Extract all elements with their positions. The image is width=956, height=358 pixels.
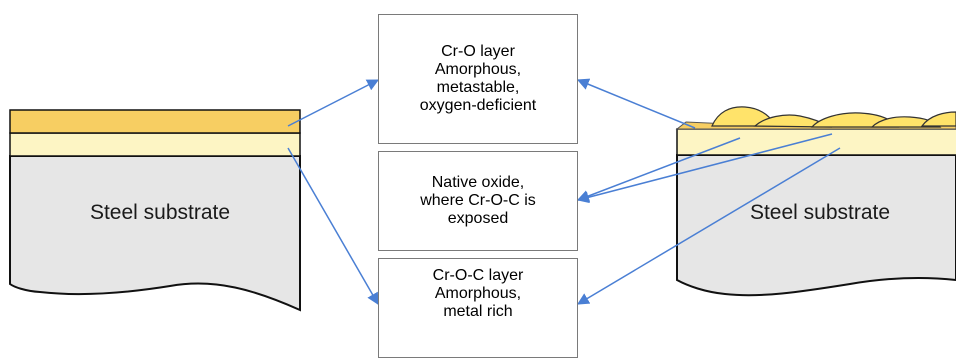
cr-o-box-line: Cr-O layer [441, 43, 515, 60]
right-substrate [676, 154, 956, 297]
arrow-right-cr-o [576, 78, 696, 129]
arrow-right-cr-o-c [576, 147, 841, 305]
left-cr-o-c-layer [9, 132, 301, 157]
cr-o-box-line: oxygen-deficient [419, 97, 537, 114]
cr-o-box-line: metastable, [436, 79, 520, 96]
cr-o-c-box-line: Cr-O-C layer [432, 267, 524, 284]
arrow-right-native-oxide-1 [576, 137, 741, 202]
cr-o-c-layer-box: Cr-O-C layer Amorphous, metal rich [378, 258, 578, 358]
native-oxide-box-line: where Cr-O-C is [420, 192, 536, 209]
right-cr-o-islands [675, 106, 956, 130]
right-sample [675, 106, 956, 297]
left-sample [9, 109, 301, 312]
arrows [287, 78, 841, 306]
native-oxide-box: Native oxide, where Cr-O-C is exposed [378, 151, 578, 251]
left-cr-o-layer [9, 109, 301, 134]
left-substrate [9, 155, 301, 312]
arrow-left-cr-o-c [287, 147, 379, 306]
right-substrate-label: Steel substrate [749, 201, 891, 224]
native-oxide-box-line: exposed [447, 210, 509, 227]
arrow-left-cr-o [287, 79, 380, 127]
island [920, 111, 956, 127]
cr-o-c-box-line: metal rich [443, 303, 513, 320]
right-cr-o-c-layer [676, 128, 956, 156]
cr-o-layer-box: Cr-O layer Amorphous, metastable, oxygen… [378, 14, 578, 144]
left-substrate-label: Steel substrate [89, 201, 231, 224]
native-oxide-box-line: Native oxide, [431, 174, 525, 191]
cr-o-box-line: Amorphous, [434, 61, 522, 78]
arrow-right-native-oxide-2 [576, 133, 833, 204]
cr-o-c-box-line: Amorphous, [434, 285, 522, 302]
